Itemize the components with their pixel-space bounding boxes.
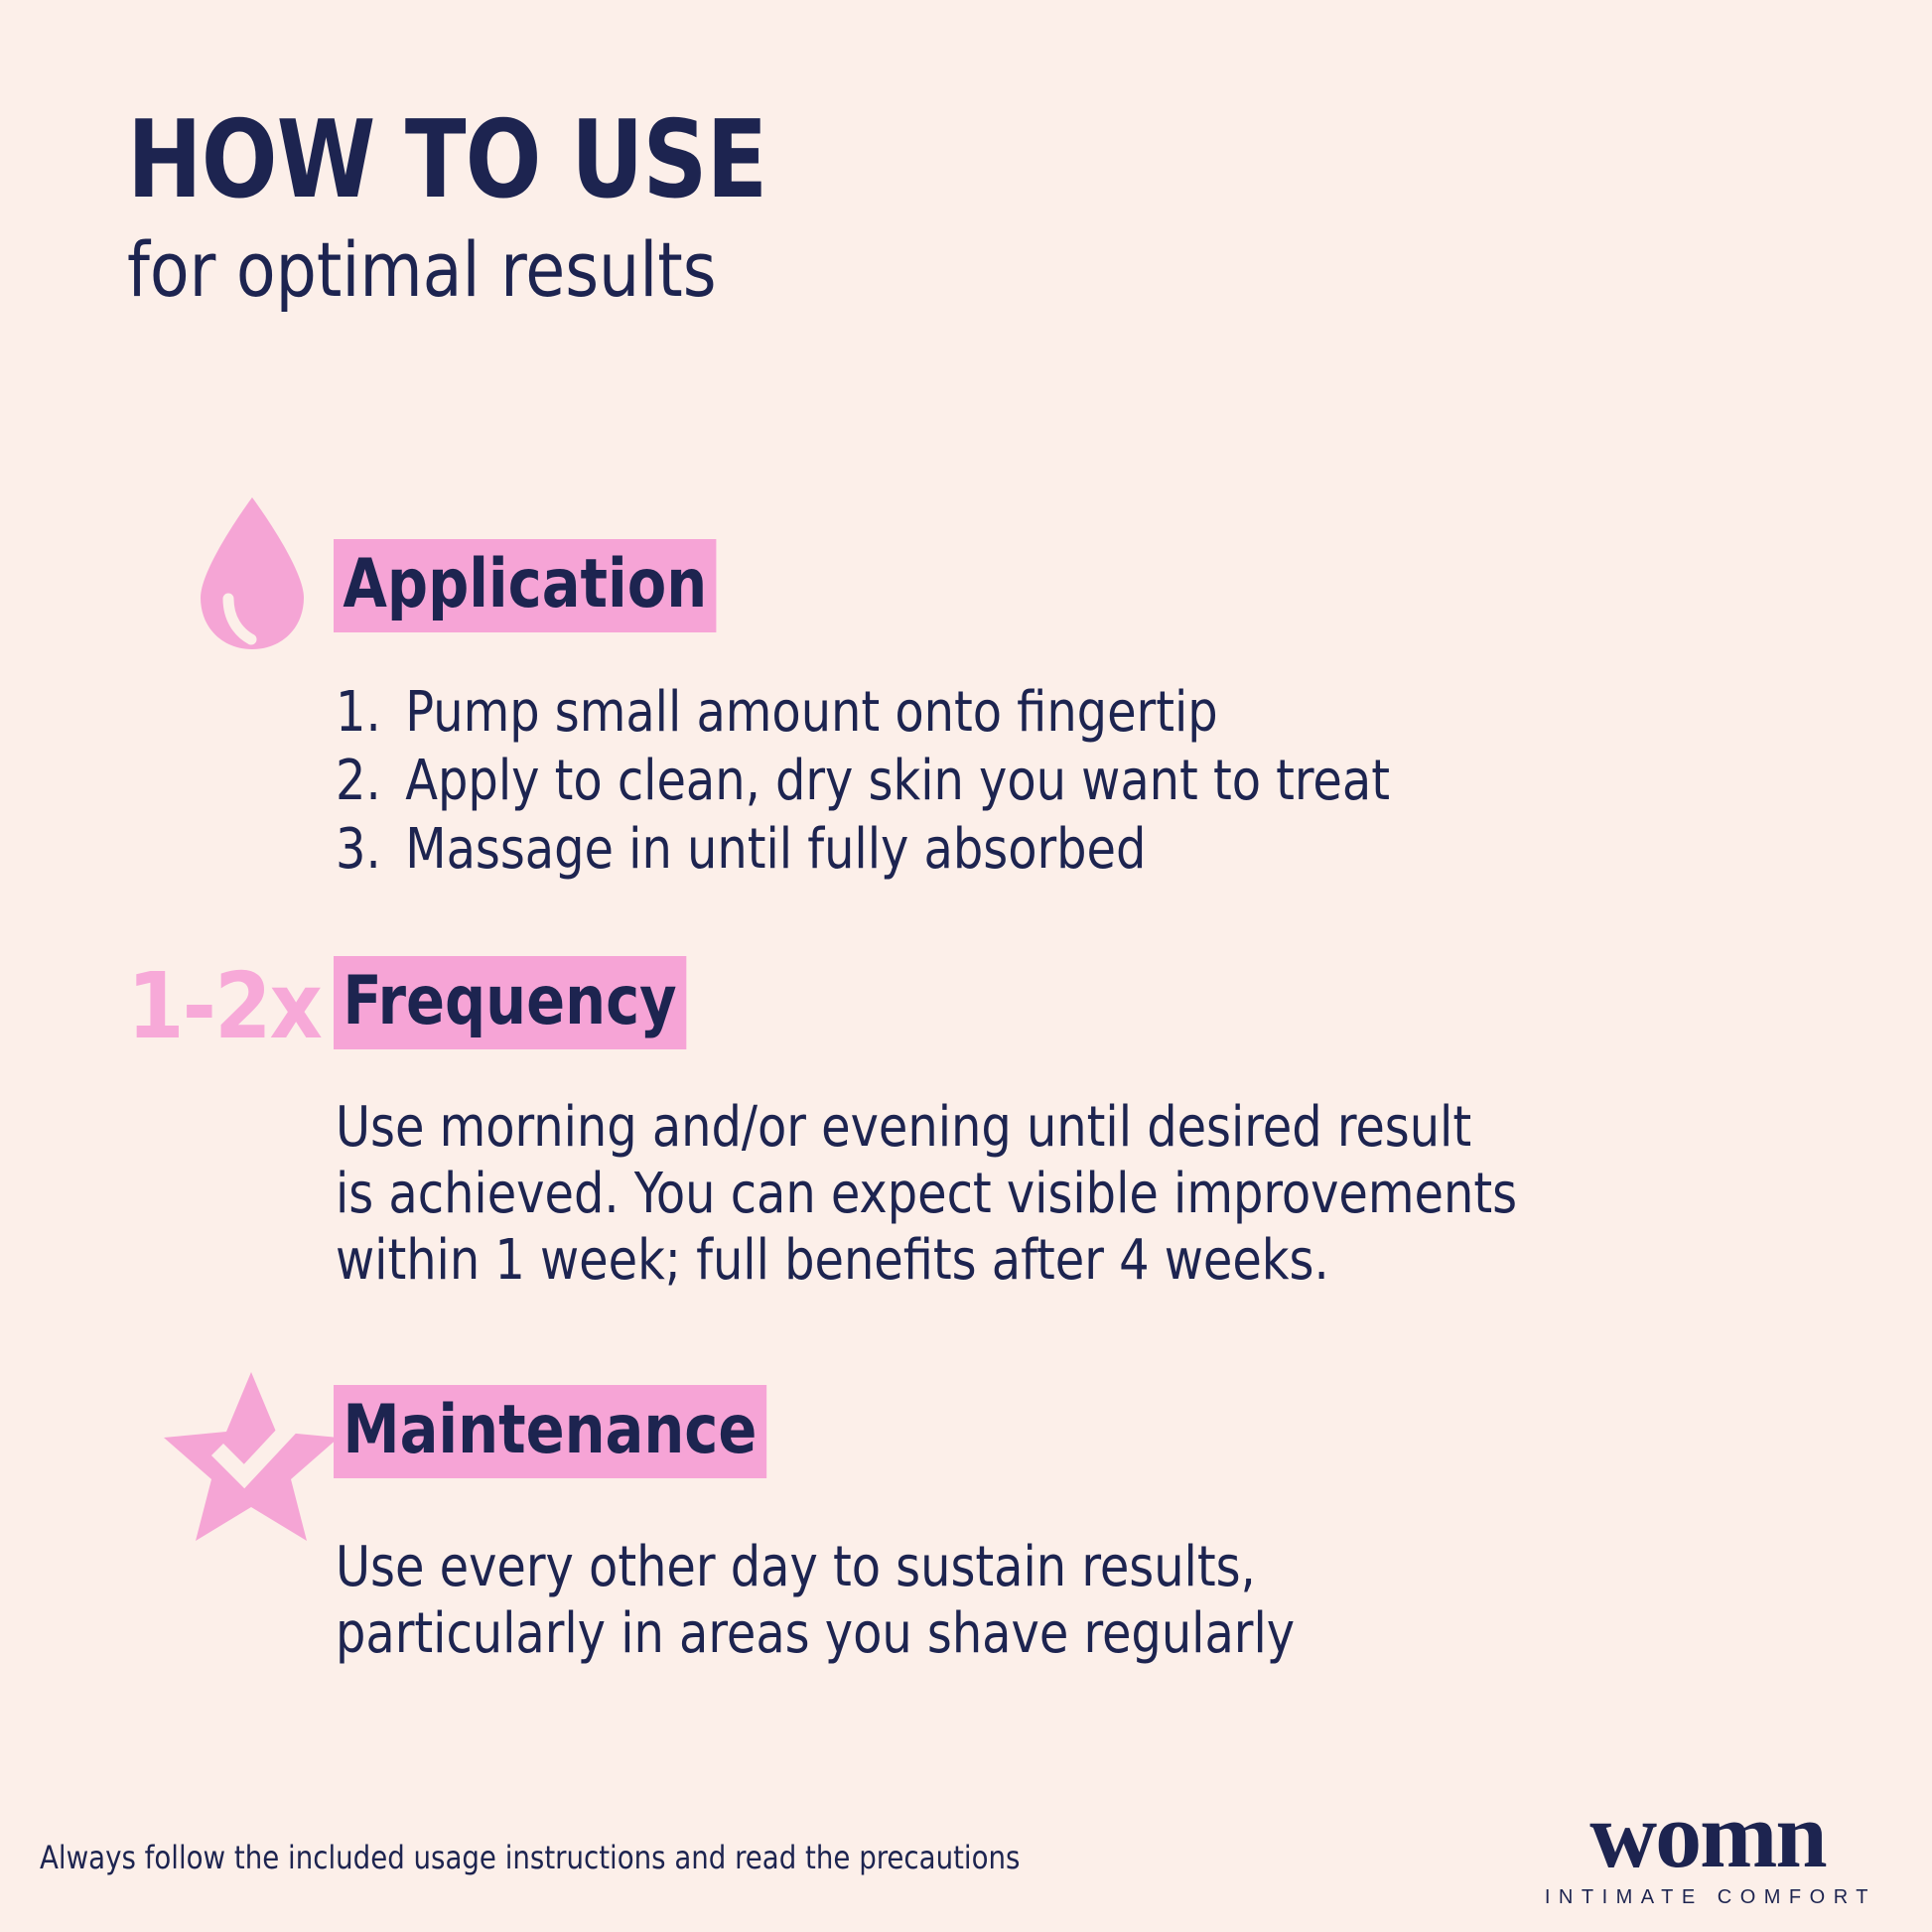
list-item: 2. Apply to clean, dry skin you want to … — [336, 748, 1390, 816]
brand-logo: womn INTIMATE COMFORT — [1539, 1784, 1876, 1909]
section-heading-maintenance: Maintenance — [334, 1385, 766, 1478]
logo-wordmark: womn — [1589, 1784, 1827, 1887]
step-text: Pump small amount onto fingertip — [405, 680, 1218, 745]
step-text: Apply to clean, dry skin you want to tre… — [405, 748, 1390, 813]
star-check-icon — [162, 1370, 341, 1541]
logo-tagline: INTIMATE COMFORT — [1544, 1886, 1876, 1909]
frequency-badge: 1-2x — [127, 953, 323, 1059]
step-number: 1. — [336, 680, 381, 745]
list-item: 1. Pump small amount onto fingertip — [336, 679, 1390, 748]
page-subtitle: for optimal results — [127, 225, 717, 314]
list-item: 3. Massage in until fully absorbed — [336, 816, 1390, 885]
body-line: particularly in areas you shave regularl… — [336, 1601, 1296, 1667]
body-line: Use every other day to sustain results, — [336, 1535, 1256, 1599]
section-heading-frequency: Frequency — [334, 956, 687, 1049]
maintenance-body: Use every other day to sustain results, … — [336, 1534, 1295, 1667]
body-line: is achieved. You can expect visible impr… — [336, 1162, 1518, 1227]
section-heading-application: Application — [334, 539, 717, 632]
droplet-icon — [185, 491, 320, 655]
frequency-body: Use morning and/or evening until desired… — [336, 1094, 1517, 1295]
page-header: HOW TO USE for optimal results — [127, 107, 1418, 308]
page-title: HOW TO USE — [127, 98, 767, 222]
step-number: 3. — [336, 816, 381, 882]
step-text: Massage in until fully absorbed — [405, 816, 1147, 882]
body-line: within 1 week; full benefits after 4 wee… — [336, 1228, 1329, 1294]
application-steps-list: 1. Pump small amount onto fingertip 2. A… — [336, 679, 1446, 885]
body-line: Use morning and/or evening until desired… — [336, 1095, 1472, 1160]
footer-disclaimer: Always follow the included usage instruc… — [40, 1839, 1021, 1876]
step-number: 2. — [336, 748, 381, 813]
